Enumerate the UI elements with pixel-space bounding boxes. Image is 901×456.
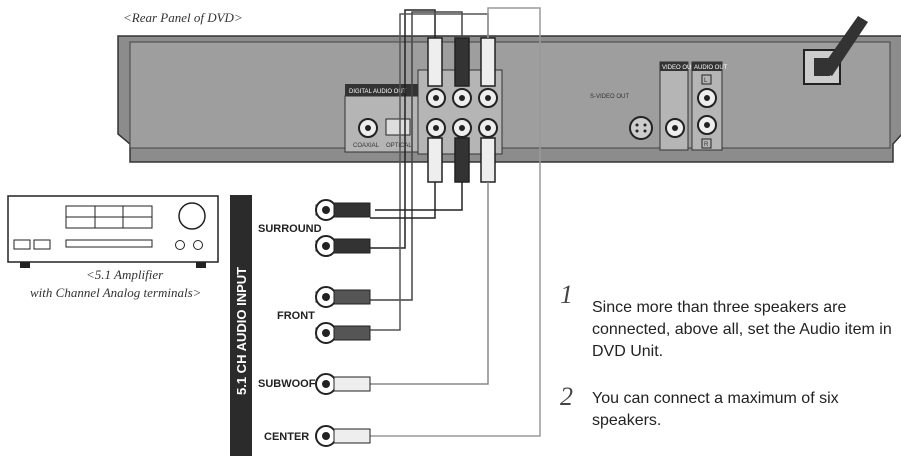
volume-knob (178, 202, 206, 230)
note-1-text: Since more than three speakers are conne… (592, 299, 892, 360)
subwoofer-label: SUBWOOFER (258, 378, 331, 390)
rear-plugs-top (427, 37, 496, 87)
power-cord (803, 16, 868, 85)
cables (370, 7, 541, 437)
center-label: CENTER (264, 431, 309, 443)
input-jack-center (315, 425, 371, 447)
note-2-number: 2 (560, 382, 573, 411)
note-2-text: You can connect a maximum of six speaker… (592, 390, 839, 429)
av-out-block: S-VIDEO OUT VIDEO OUT AUDIO OUT L R (590, 61, 728, 151)
optical-label: OPTICAL (386, 143, 412, 149)
amplifier-caption-line2: with Channel Analog terminals> (30, 285, 201, 300)
rear-panel-caption: <Rear Panel of DVD> (123, 10, 243, 25)
audio-input-bar: 5.1 CH AUDIO INPUT (230, 195, 252, 456)
surround-label: SURROUND (258, 223, 322, 235)
optical-jack (385, 118, 411, 136)
audio-input-bar-label: 5.1 CH AUDIO INPUT (234, 267, 249, 395)
svg-text:L: L (704, 78, 708, 84)
input-jack-subwoofer (315, 373, 371, 395)
input-jack-front-l (315, 322, 371, 344)
svideo-out-label: S-VIDEO OUT (590, 94, 629, 100)
svideo-jack (629, 116, 653, 140)
input-jack-surround-r (315, 199, 371, 221)
video-out-label: VIDEO OUT (662, 65, 695, 71)
amplifier (7, 195, 219, 268)
rear-plugs-bottom (427, 137, 496, 183)
front-label: FRONT (277, 310, 315, 322)
amplifier-caption-line1: <5.1 Amplifier (86, 267, 164, 282)
input-jack-front-r (315, 286, 371, 308)
note-1-number: 1 (560, 280, 573, 309)
audio-out-label: AUDIO OUT (694, 65, 728, 71)
digital-audio-out-label: DIGITAL AUDIO OUT (349, 89, 407, 95)
svg-text:R: R (704, 142, 709, 148)
dvd-rear-panel (117, 35, 901, 163)
input-jack-surround-l (315, 235, 371, 257)
coaxial-label: COAXIAL (353, 143, 380, 149)
